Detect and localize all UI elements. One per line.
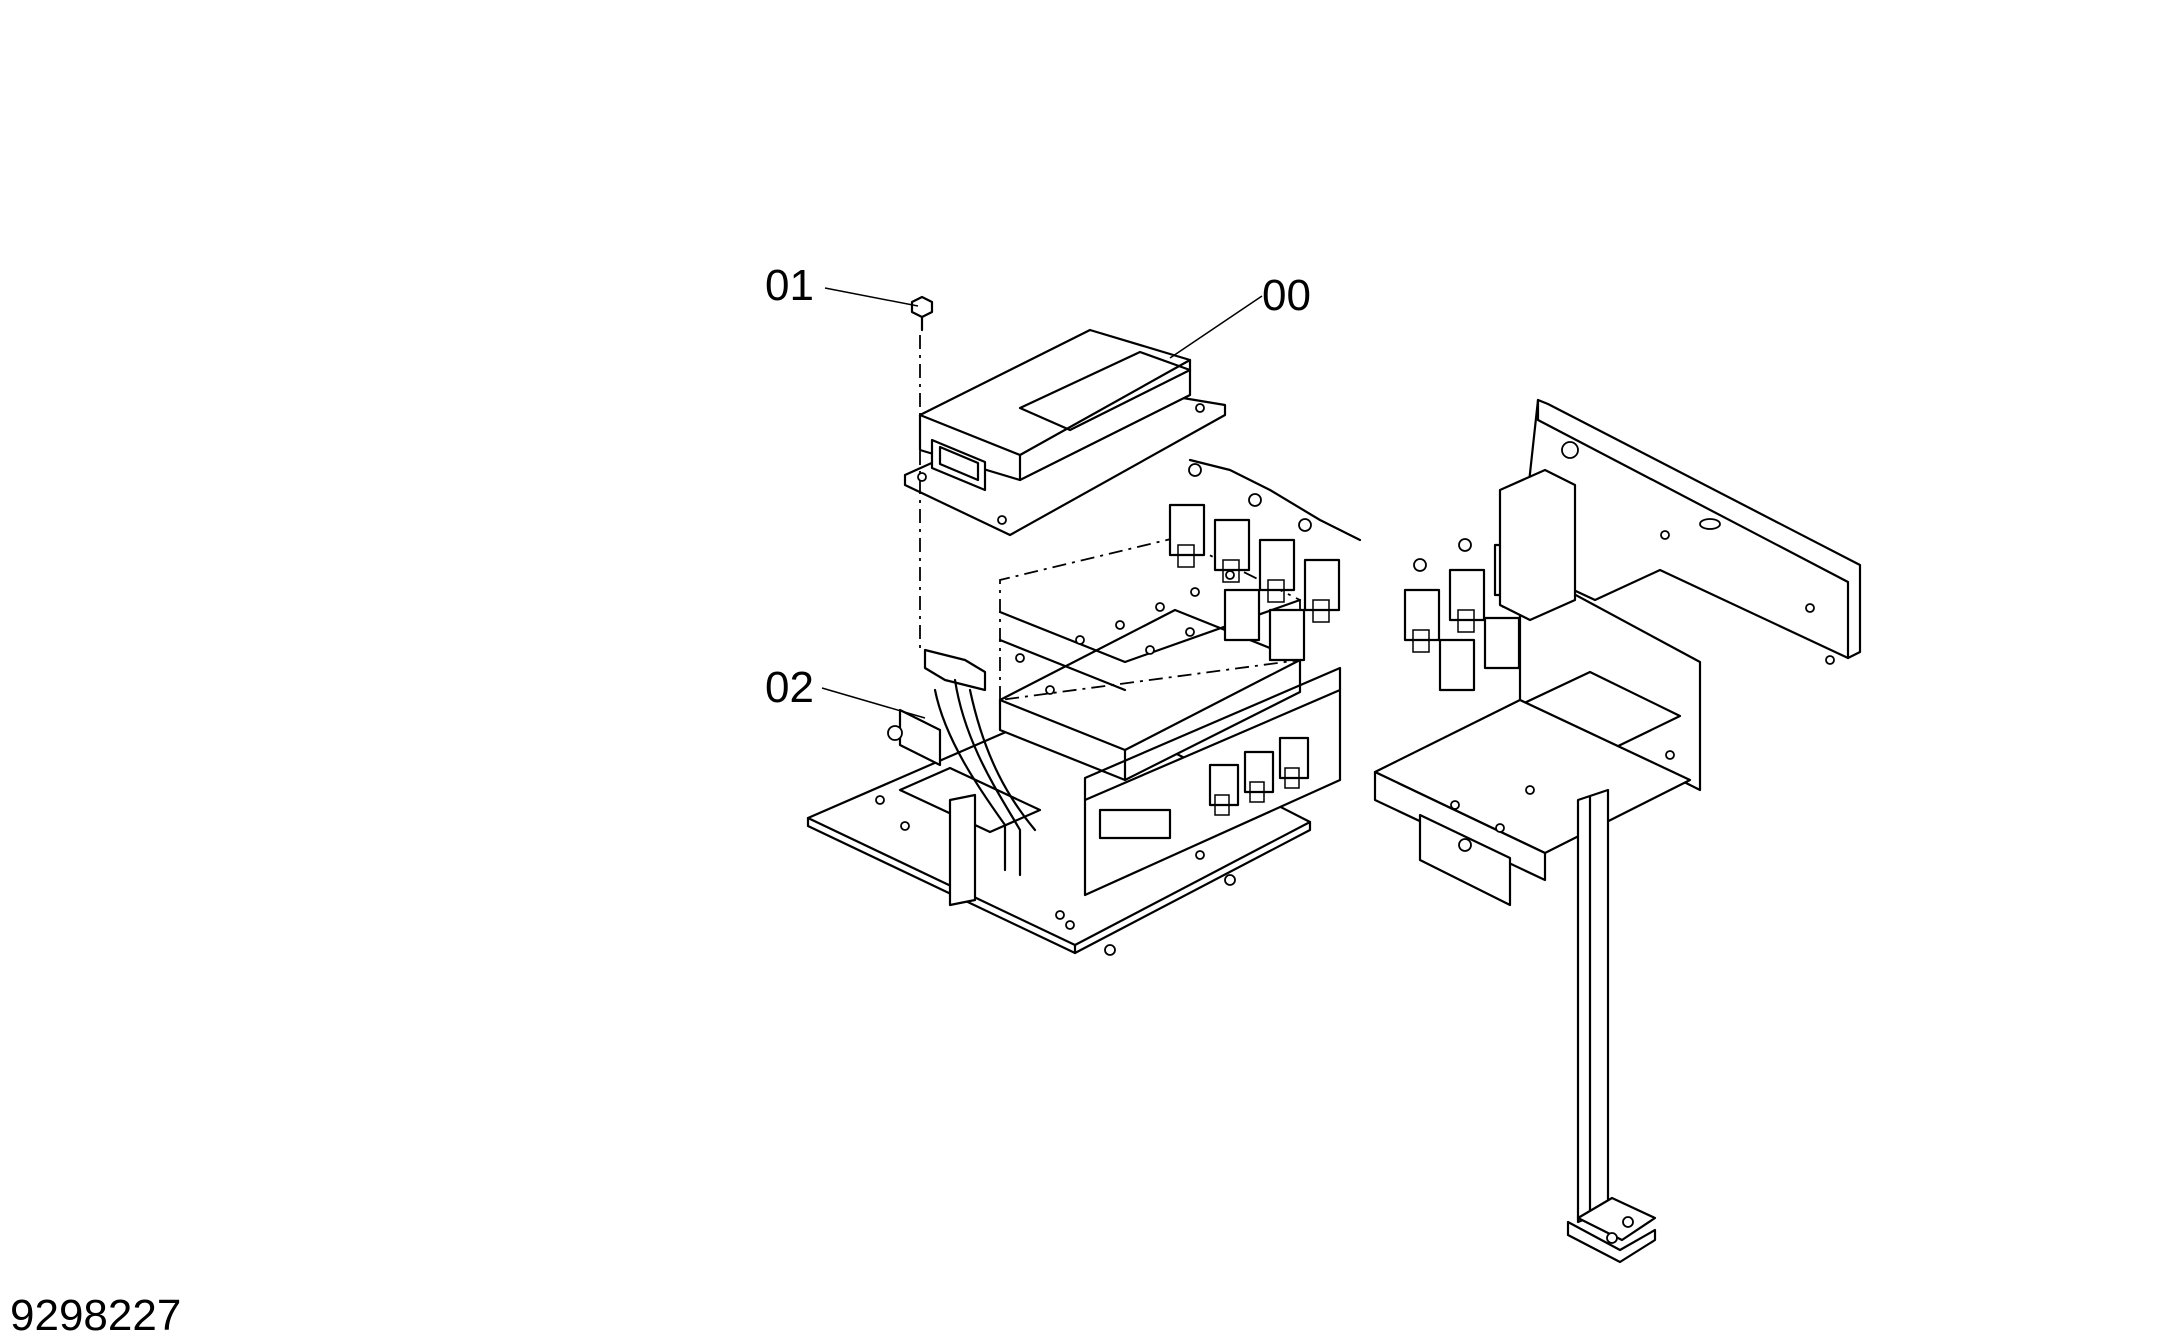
bolt-part-01 (910, 295, 934, 650)
right-forward-plate (1373, 698, 1692, 907)
callout-01-label: 01 (765, 261, 814, 310)
control-unit-part-00 (903, 328, 1227, 537)
front-connector-panel (1065, 666, 1342, 956)
callout-02: 02 (765, 663, 926, 719)
harness-clamp-part-02 (887, 648, 1037, 907)
callout-01: 01 (765, 261, 919, 310)
vertical-post (1566, 788, 1657, 1264)
figure-number: 9298227 (10, 1291, 181, 1340)
relay-block-upper (1168, 458, 1362, 662)
callout-00-label: 00 (1262, 271, 1311, 320)
callout-00: 00 (1169, 271, 1311, 359)
relay-block-right (1403, 441, 1579, 692)
callout-02-label: 02 (765, 663, 814, 712)
